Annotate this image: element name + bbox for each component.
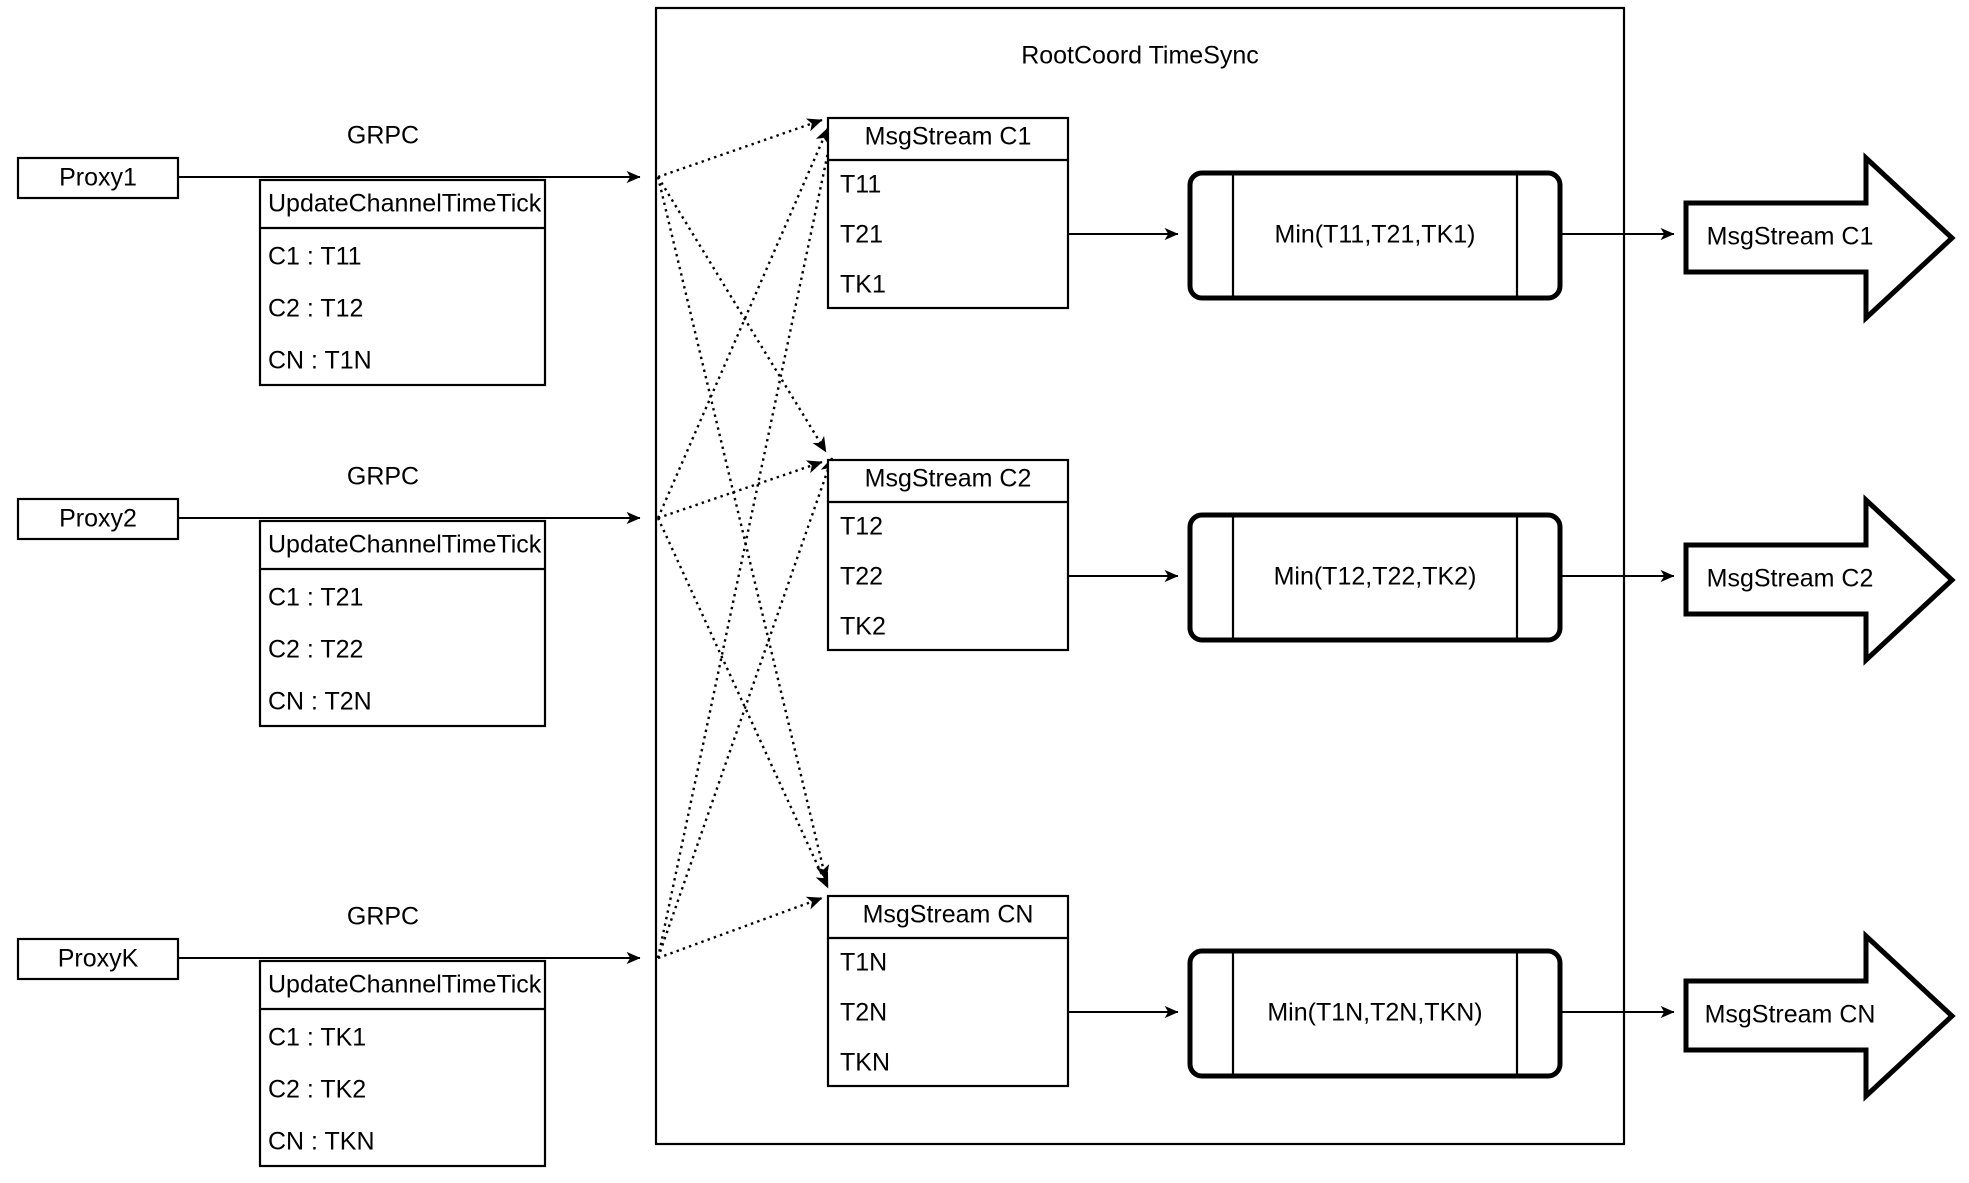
proxy-group-1: GRPC Proxy1 UpdateChannelTimeTick C1 : T… xyxy=(16,122,641,387)
channel-row-1: MsgStream C1 T11 T21 TK1 Min(T11,T21,TK1… xyxy=(826,116,1956,324)
container-title: RootCoord TimeSync xyxy=(1021,42,1259,70)
fanout-p1-c1 xyxy=(657,118,823,179)
proxy-box-3[interactable] xyxy=(16,937,180,981)
request-title-1: UpdateChannelTimeTick xyxy=(268,190,542,218)
proxy-box-1[interactable] xyxy=(16,156,180,200)
msgstream-title-2: MsgStream C2 xyxy=(865,465,1032,493)
fanout-p2-cn xyxy=(656,517,830,889)
min-label-1: Min(T11,T21,TK1) xyxy=(1275,221,1476,249)
output-block-arrow-3: MsgStream CN xyxy=(1683,930,1956,1102)
proxy-group-3: GRPC ProxyK UpdateChannelTimeTick C1 : T… xyxy=(16,903,641,1168)
grpc-label-2: GRPC xyxy=(347,463,419,491)
request-row-1-2: CN : T1N xyxy=(268,347,372,375)
output-block-arrow-1: MsgStream C1 xyxy=(1683,152,1956,324)
msgstream-tick-1-2: TK1 xyxy=(840,271,886,299)
request-card-2: UpdateChannelTimeTick C1 : T21 C2 : T22 … xyxy=(258,519,547,728)
output-label-2: MsgStream C2 xyxy=(1707,565,1874,593)
msgstream-table-2: MsgStream C2 T12 T22 TK2 xyxy=(826,458,1070,652)
request-title-3: UpdateChannelTimeTick xyxy=(268,971,542,999)
fanout-pk-cn xyxy=(657,896,823,960)
msgstream-title-1: MsgStream C1 xyxy=(865,123,1032,151)
output-label-3: MsgStream CN xyxy=(1705,1001,1876,1029)
request-row-1-0: C1 : T11 xyxy=(268,243,362,271)
request-row-2-2: CN : T2N xyxy=(268,688,372,716)
request-row-3-1: C2 : TK2 xyxy=(268,1076,366,1104)
msgstream-table-1: MsgStream C1 T11 T21 TK1 xyxy=(826,116,1070,310)
min-process-box-1: Min(T11,T21,TK1) xyxy=(1187,170,1563,301)
channel-row-3: MsgStream CN T1N T2N TKN Min(T1N,T2N,TKN… xyxy=(826,894,1956,1102)
msgstream-tick-1-0: T11 xyxy=(840,171,881,199)
min-label-2: Min(T12,T22,TK2) xyxy=(1274,563,1477,591)
fanout-p2-c1 xyxy=(656,127,830,519)
request-card-1: UpdateChannelTimeTick C1 : T11 C2 : T12 … xyxy=(258,178,547,387)
channel-row-2: MsgStream C2 T12 T22 TK2 Min(T12,T22,TK2… xyxy=(826,458,1956,666)
fanout-p2-c2 xyxy=(657,460,823,520)
proxy-label-3: ProxyK xyxy=(58,945,139,973)
fanout-pk-c2 xyxy=(656,457,834,959)
msgstream-table-3: MsgStream CN T1N T2N TKN xyxy=(826,894,1070,1088)
msgstream-tick-3-2: TKN xyxy=(840,1049,890,1077)
fanout-p1-cn xyxy=(656,176,830,881)
timetick-fanout-connectors xyxy=(656,118,838,960)
proxy-label-1: Proxy1 xyxy=(59,164,137,192)
request-row-3-0: C1 : TK1 xyxy=(268,1024,366,1052)
request-row-2-0: C1 : T21 xyxy=(268,584,363,612)
request-card-3: UpdateChannelTimeTick C1 : TK1 C2 : TK2 … xyxy=(258,959,547,1168)
proxy-label-2: Proxy2 xyxy=(59,505,137,533)
proxy-group-2: GRPC Proxy2 UpdateChannelTimeTick C1 : T… xyxy=(16,463,641,728)
min-process-box-3: Min(T1N,T2N,TKN) xyxy=(1187,948,1563,1079)
proxy-box-2[interactable] xyxy=(16,497,180,541)
min-label-3: Min(T1N,T2N,TKN) xyxy=(1267,999,1482,1027)
min-process-box-2: Min(T12,T22,TK2) xyxy=(1187,512,1563,643)
msgstream-tick-2-2: TK2 xyxy=(840,613,886,641)
grpc-label-1: GRPC xyxy=(347,122,419,150)
msgstream-tick-3-0: T1N xyxy=(840,949,887,977)
output-label-1: MsgStream C1 xyxy=(1707,223,1874,251)
msgstream-tick-2-0: T12 xyxy=(840,513,883,541)
grpc-label-3: GRPC xyxy=(347,903,419,931)
msgstream-tick-1-1: T21 xyxy=(840,221,883,249)
fanout-p1-c2 xyxy=(656,176,828,453)
msgstream-tick-2-1: T22 xyxy=(840,563,883,591)
output-block-arrow-2: MsgStream C2 xyxy=(1683,494,1956,666)
request-row-3-2: CN : TKN xyxy=(268,1128,375,1156)
request-row-2-1: C2 : T22 xyxy=(268,636,363,664)
msgstream-title-3: MsgStream CN xyxy=(863,901,1034,929)
request-title-2: UpdateChannelTimeTick xyxy=(268,531,542,559)
request-row-1-1: C2 : T12 xyxy=(268,295,363,323)
msgstream-tick-3-1: T2N xyxy=(840,999,887,1027)
